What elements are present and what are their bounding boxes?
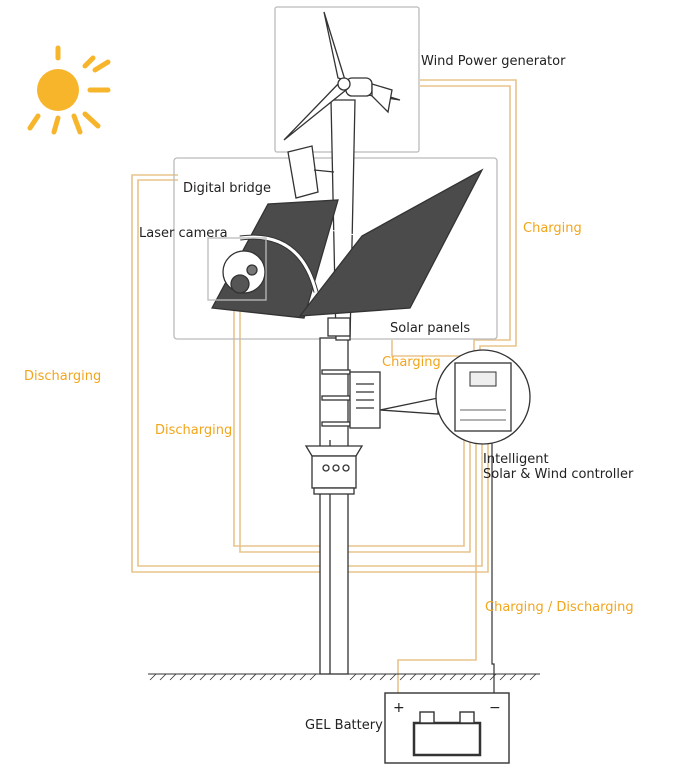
label-battery: GEL Battery	[305, 718, 383, 733]
label-controller-line2: Solar & Wind controller	[483, 467, 634, 482]
wind-turbine	[283, 11, 401, 141]
pole-junction-box	[349, 371, 439, 429]
flow-charging-discharging: Charging / Discharging	[485, 600, 634, 615]
controller	[435, 349, 531, 445]
gel-battery	[384, 692, 510, 764]
flow-discharging-inner: Discharging	[155, 423, 232, 438]
flow-discharging-left: Discharging	[24, 369, 101, 384]
wiring	[131, 79, 517, 706]
laser-camera	[207, 234, 319, 301]
battery-positive-terminal: +	[393, 700, 405, 716]
sun-icon	[27, 45, 111, 135]
label-laser-camera: Laser camera	[139, 226, 228, 241]
flow-charging-top: Charging	[523, 221, 582, 236]
ground-hatch	[148, 673, 540, 681]
label-controller-line1: Intelligent	[483, 452, 549, 467]
battery-negative-terminal: −	[489, 700, 501, 716]
digital-bridge	[287, 145, 335, 199]
label-solar-panels: Solar panels	[390, 321, 470, 336]
flow-charging-mid: Charging	[382, 355, 441, 370]
label-wind-generator: Wind Power generator	[421, 54, 566, 69]
label-digital-bridge: Digital bridge	[183, 181, 271, 196]
pole-control-box	[304, 445, 364, 495]
